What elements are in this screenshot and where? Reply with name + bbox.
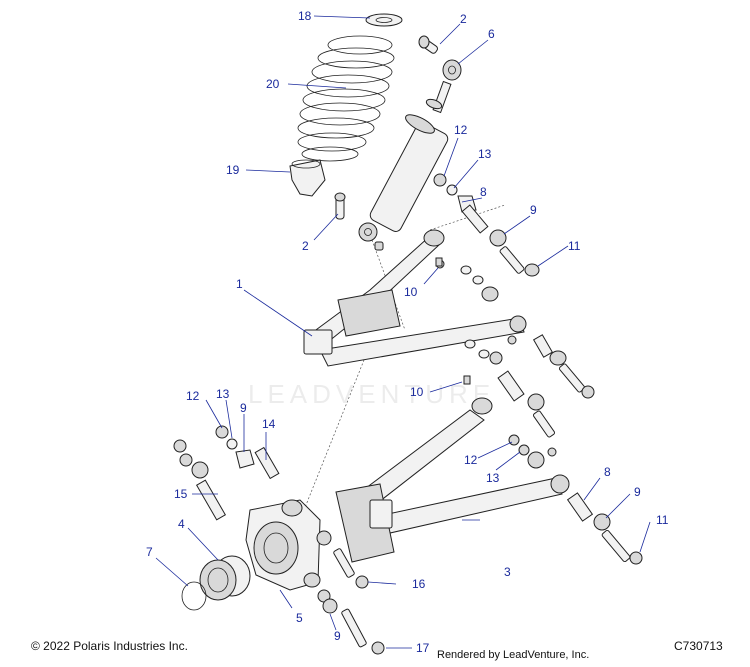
callout-9-lower: 9: [634, 485, 641, 499]
callout-13-upper: 13: [478, 147, 492, 161]
callout-11-upper: 11: [568, 239, 581, 253]
callout-2-top: 2: [460, 12, 467, 26]
callout-18: 18: [298, 9, 312, 23]
callout-4: 4: [178, 517, 185, 531]
callout-12-hub: 12: [186, 389, 200, 403]
callout-numbers: 18 2 6 20 12 13 8 9 11 19 2 1 10 10 12 1…: [146, 9, 669, 655]
callout-8-upper: 8: [480, 185, 487, 199]
part-1-upper-a-arm: [303, 229, 527, 367]
callout-2-lower: 2: [302, 239, 309, 253]
part-10-grease-fittings: [435, 257, 471, 385]
callout-10-upper: 10: [404, 285, 418, 299]
rendered-by-text: Rendered by LeadVenture, Inc.: [437, 649, 590, 661]
part-4-bearing: [199, 555, 251, 601]
callout-20: 20: [266, 77, 280, 91]
callout-12-upper: 12: [454, 123, 468, 137]
shock-absorber: [358, 80, 452, 251]
knuckle-lower-hardware: [316, 530, 385, 655]
callout-9-hub: 9: [240, 401, 247, 415]
part-2-top-bolt: [418, 35, 438, 54]
hub-hardware: [173, 425, 280, 521]
upper-arm-bushings: [460, 265, 595, 399]
callout-13-lower: 13: [486, 471, 500, 485]
callout-15: 15: [174, 487, 188, 501]
callout-12-lower: 12: [464, 453, 478, 467]
callout-17: 17: [416, 641, 430, 655]
lower-right-hardware: [566, 492, 643, 565]
upper-right-hardware: [433, 173, 540, 277]
callout-19: 19: [226, 163, 240, 177]
callout-3: 3: [504, 565, 511, 579]
callout-8-lower: 8: [604, 465, 611, 479]
part-3-lower-a-arm: [335, 397, 570, 563]
callout-13-hub: 13: [216, 387, 230, 401]
part-19-spring-seat: [289, 159, 326, 197]
callout-9-bottom: 9: [334, 629, 341, 643]
part-18-spring-retainer: [365, 13, 403, 27]
callout-1: 1: [236, 277, 243, 291]
callout-10-lower: 10: [410, 385, 424, 399]
callout-16: 16: [412, 577, 426, 591]
figure-id: C730713: [674, 639, 723, 653]
alignment-lines: [299, 204, 506, 521]
lower-arm-bushings: [497, 370, 557, 469]
watermark-text: LEADVENTURE: [248, 379, 496, 409]
callout-5: 5: [296, 611, 303, 625]
part-20-coil-spring: [297, 35, 395, 162]
callout-14: 14: [262, 417, 276, 431]
callout-6: 6: [488, 27, 495, 41]
copyright-text: © 2022 Polaris Industries Inc.: [31, 639, 188, 653]
leader-lines: [155, 15, 651, 649]
part-2-lower-shock-bolt: [334, 192, 346, 220]
callout-9-upper: 9: [530, 203, 537, 217]
callout-7: 7: [146, 545, 153, 559]
part-6-shock-bushing: [442, 59, 462, 81]
part-5-knuckle: [245, 499, 321, 591]
part-7-snap-ring: [181, 581, 207, 611]
callout-11-lower: 11: [656, 513, 669, 527]
